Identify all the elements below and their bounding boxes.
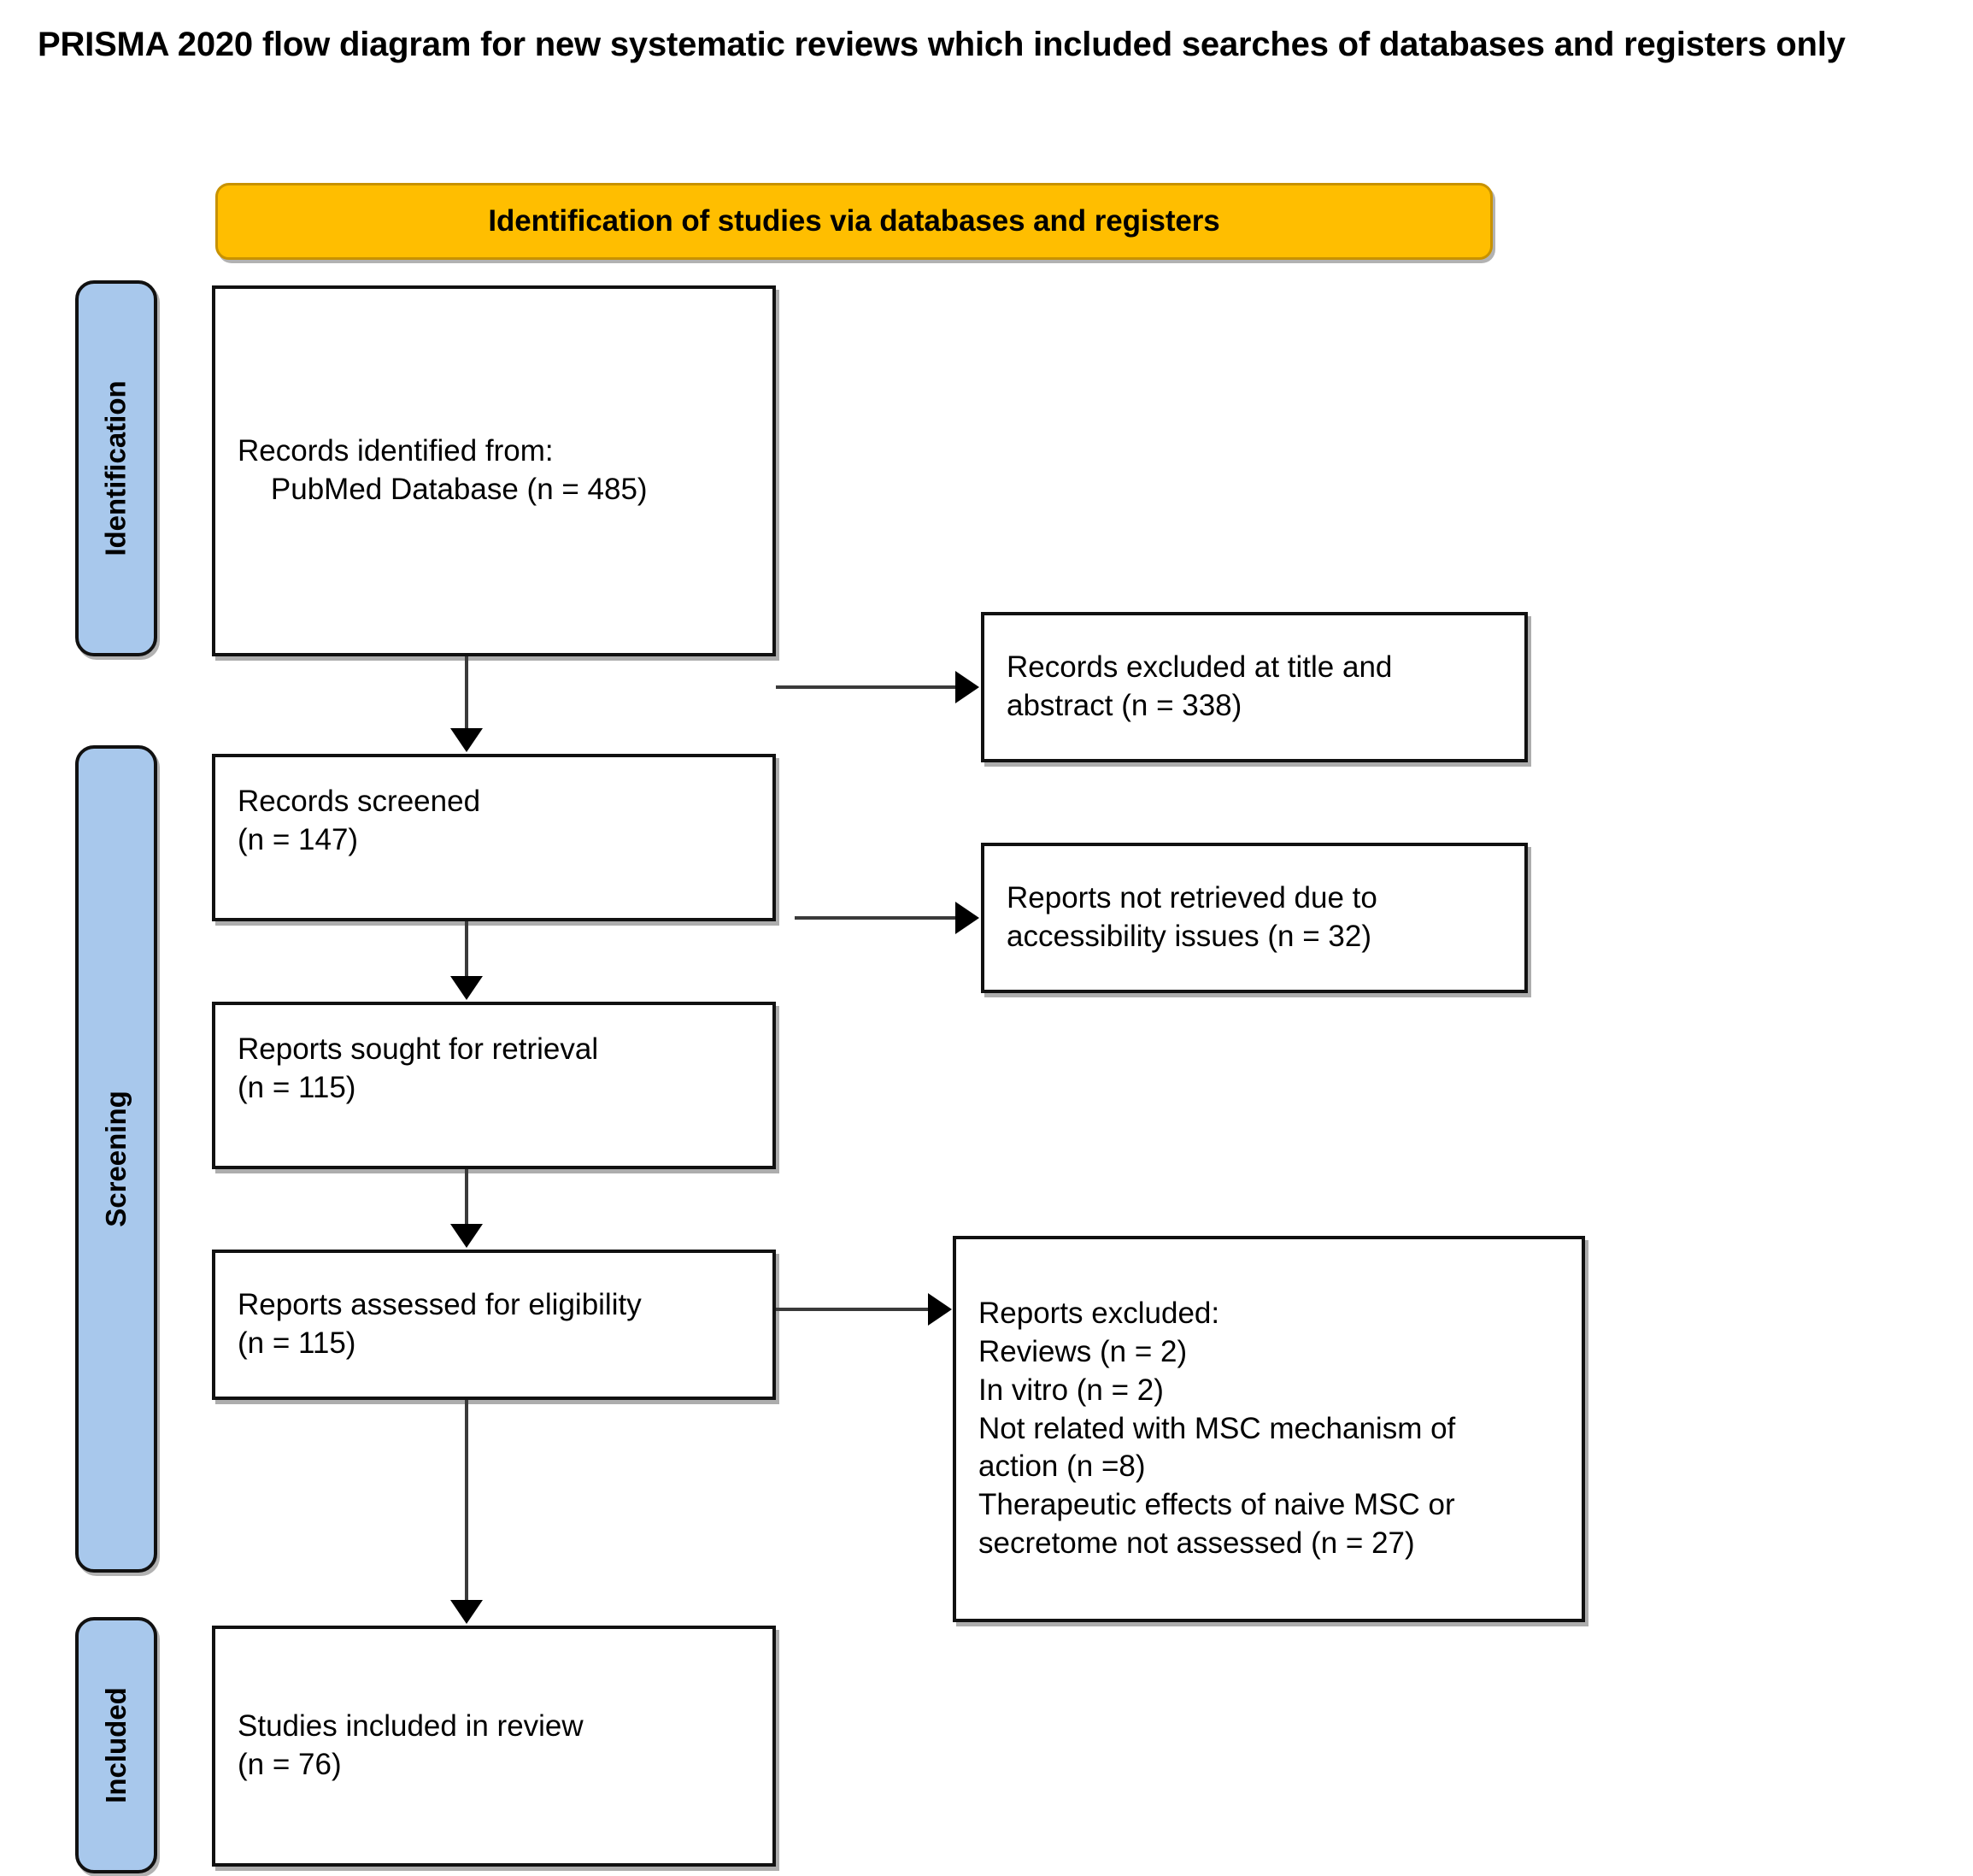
box-records-identified: Records identified from: PubMed Database…: [212, 285, 776, 656]
stage-banner-identification: Identification of studies via databases …: [215, 183, 1493, 260]
connector-identified-to-records-excluded: [776, 671, 979, 703]
arrowhead-down-icon: [450, 1224, 483, 1248]
connector-assessed-to-included: [450, 1400, 483, 1624]
box-reports-excluded-line-4: Not related with MSC mechanism of: [978, 1411, 1456, 1445]
box-records-screened-line-2: (n = 147): [238, 822, 359, 856]
connector-assessed-to-reports-excluded: [776, 1293, 952, 1326]
phase-tab-screening-label: Screening: [100, 1091, 132, 1227]
phase-tab-identification: Identification: [75, 280, 157, 656]
phase-tab-included-label: Included: [100, 1687, 132, 1803]
box-studies-included-line-2: (n = 76): [238, 1748, 342, 1781]
box-reports-excluded-line-1: Reports excluded:: [978, 1297, 1220, 1331]
box-studies-included: Studies included in review (n = 76): [212, 1626, 776, 1867]
box-reports-sought-line-2: (n = 115): [238, 1070, 356, 1104]
box-records-identified-line-1: Records identified from:: [238, 434, 554, 468]
arrowhead-right-icon: [955, 671, 979, 703]
arrowhead-down-icon: [450, 976, 483, 1000]
box-reports-not-retrieved-line-1: Reports not retrieved due to: [1007, 881, 1377, 915]
box-reports-assessed-line-2: (n = 115): [238, 1326, 356, 1360]
connector-identified-to-screened: [450, 656, 483, 752]
box-reports-excluded-line-6: Therapeutic effects of naive MSC or: [978, 1488, 1455, 1522]
connector-screened-to-not-retrieved: [795, 902, 979, 934]
box-records-excluded-line-2: abstract (n = 338): [1007, 689, 1242, 722]
box-reports-excluded-line-7: secretome not assessed (n = 27): [978, 1526, 1415, 1560]
phase-tab-included: Included: [75, 1617, 157, 1873]
connector-sought-to-assessed: [450, 1169, 483, 1248]
box-reports-excluded-line-2: Reviews (n = 2): [978, 1335, 1188, 1368]
box-reports-sought-line-1: Reports sought for retrieval: [238, 1032, 599, 1066]
box-reports-not-retrieved: Reports not retrieved due to accessibili…: [981, 843, 1528, 993]
box-reports-not-retrieved-line-2: accessibility issues (n = 32): [1007, 920, 1371, 953]
stage-banner-label: Identification of studies via databases …: [488, 204, 1220, 238]
arrowhead-down-icon: [450, 728, 483, 752]
box-reports-sought: Reports sought for retrieval (n = 115): [212, 1002, 776, 1169]
box-reports-excluded-line-5: action (n =8): [978, 1450, 1146, 1484]
page-title: PRISMA 2020 flow diagram for new systema…: [38, 26, 1846, 63]
box-studies-included-line-1: Studies included in review: [238, 1709, 584, 1744]
phase-tab-identification-label: Identification: [100, 380, 132, 556]
arrowhead-down-icon: [450, 1600, 483, 1624]
box-reports-excluded: Reports excluded: Reviews (n = 2) In vit…: [953, 1236, 1585, 1622]
phase-tab-screening: Screening: [75, 745, 157, 1573]
arrowhead-right-icon: [955, 902, 979, 934]
box-records-screened: Records screened (n = 147): [212, 754, 776, 921]
box-records-screened-line-1: Records screened: [238, 785, 481, 818]
box-records-identified-line-2: PubMed Database (n = 485): [238, 473, 648, 506]
box-records-excluded: Records excluded at title and abstract (…: [981, 612, 1528, 762]
box-records-excluded-line-1: Records excluded at title and: [1007, 650, 1393, 685]
box-reports-assessed: Reports assessed for eligibility (n = 11…: [212, 1250, 776, 1400]
box-reports-assessed-line-1: Reports assessed for eligibility: [238, 1288, 642, 1322]
arrowhead-right-icon: [928, 1293, 952, 1326]
box-reports-excluded-line-3: In vitro (n = 2): [978, 1373, 1164, 1407]
connector-screened-to-sought: [450, 921, 483, 1000]
